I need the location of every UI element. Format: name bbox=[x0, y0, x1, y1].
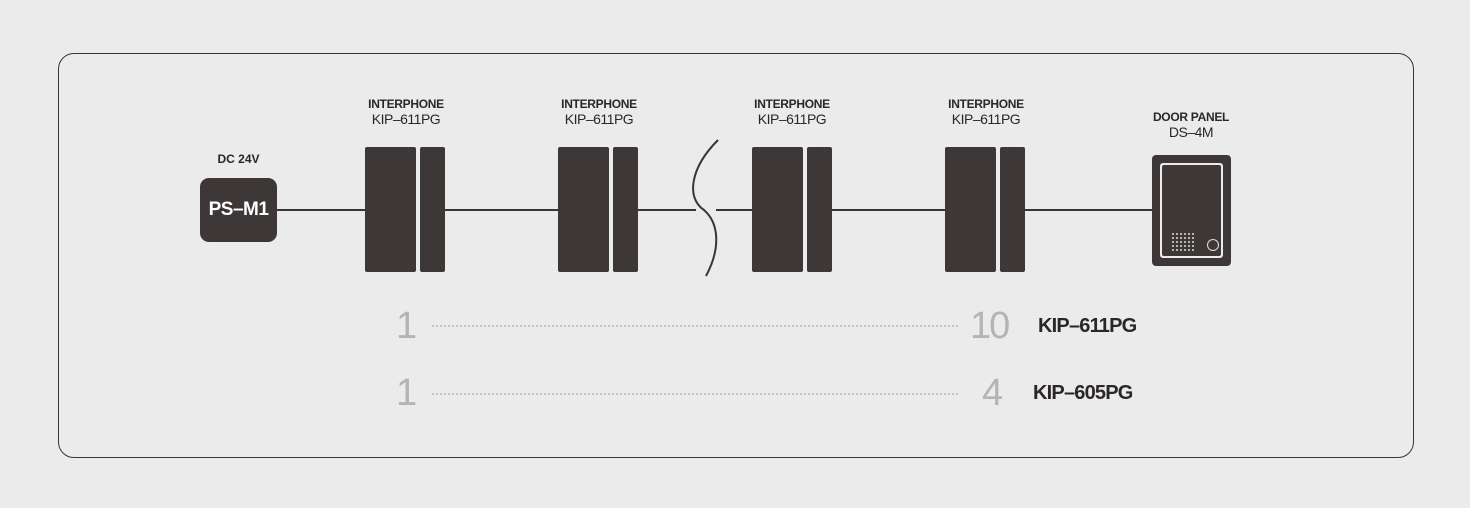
door-panel-type: DOOR PANEL bbox=[1152, 110, 1230, 124]
power-supply-voltage-label: DC 24V bbox=[217, 152, 260, 166]
interphone-body bbox=[420, 147, 445, 272]
wire-segment bbox=[1025, 209, 1152, 211]
interphone-label: INTERPHONE KIP–611PG bbox=[727, 97, 857, 127]
device-type: INTERPHONE bbox=[948, 97, 1024, 111]
power-supply-unit: PS–M1 bbox=[200, 178, 277, 242]
interphone-body bbox=[613, 147, 638, 272]
capacity-model: KIP–611PG bbox=[1038, 315, 1137, 337]
wire-segment bbox=[445, 209, 559, 211]
interphone-body bbox=[1000, 147, 1025, 272]
interphone-label: INTERPHONE KIP–611PG bbox=[341, 97, 471, 127]
device-type: INTERPHONE bbox=[561, 97, 637, 111]
power-supply-model: PS–M1 bbox=[208, 199, 269, 220]
interphone-handset bbox=[945, 147, 996, 272]
door-panel-unit bbox=[1152, 155, 1231, 266]
capacity-model: KIP–605PG bbox=[1033, 382, 1133, 404]
door-panel-face bbox=[1160, 163, 1223, 258]
device-model: KIP–611PG bbox=[951, 111, 1021, 127]
device-model: KIP–611PG bbox=[757, 111, 827, 127]
wire-segment bbox=[638, 209, 696, 211]
call-button-icon bbox=[1207, 239, 1219, 251]
interphone-label: INTERPHONE KIP–611PG bbox=[921, 97, 1051, 127]
interphone-handset bbox=[558, 147, 609, 272]
capacity-from: 1 bbox=[396, 372, 417, 414]
device-model: KIP–611PG bbox=[371, 111, 441, 127]
capacity-range-line bbox=[432, 393, 958, 395]
device-type: INTERPHONE bbox=[754, 97, 830, 111]
interphone-body bbox=[807, 147, 832, 272]
wire-segment bbox=[277, 209, 365, 211]
wire-segment bbox=[832, 209, 946, 211]
door-panel-screen bbox=[1162, 165, 1221, 256]
door-panel-label: DOOR PANEL DS–4M bbox=[1126, 110, 1256, 140]
speaker-grille-icon bbox=[1171, 232, 1195, 252]
interphone-handset bbox=[365, 147, 416, 272]
interphone-handset bbox=[752, 147, 803, 272]
door-panel-model: DS–4M bbox=[1168, 124, 1214, 140]
line-break-symbol bbox=[692, 139, 719, 277]
capacity-from: 1 bbox=[396, 305, 417, 347]
device-model: KIP–611PG bbox=[564, 111, 634, 127]
capacity-range-line bbox=[432, 325, 958, 327]
interphone-label: INTERPHONE KIP–611PG bbox=[534, 97, 664, 127]
capacity-to: 4 bbox=[982, 372, 1003, 414]
diagram-frame bbox=[58, 53, 1414, 458]
device-type: INTERPHONE bbox=[368, 97, 444, 111]
wire-segment bbox=[716, 209, 753, 211]
capacity-to: 10 bbox=[970, 305, 1010, 347]
